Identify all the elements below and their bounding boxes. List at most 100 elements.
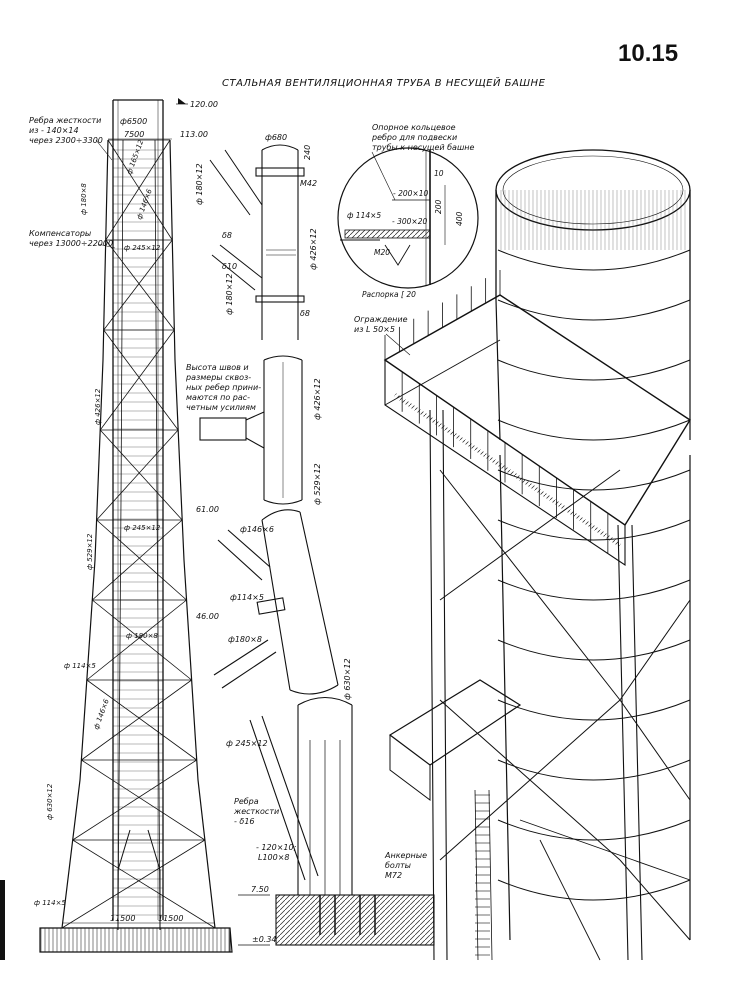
- chimney-ring: [497, 359, 691, 381]
- tower-dimensions: 120.00 113.00 61.00 46.00 7.50 ±0.34 ф65…: [62, 98, 277, 946]
- tower-brace: [96, 429, 179, 521]
- tower-pipe-labels: ф 165×12 ф 146×6 ф 180×8 ф 245×12 ф 426×…: [34, 138, 161, 907]
- tower-brace: [103, 329, 179, 431]
- svg-text:200: 200: [434, 199, 443, 214]
- svg-text:ф 630×12: ф 630×12: [343, 658, 352, 700]
- svg-text:240: 240: [303, 145, 312, 160]
- base-node-detail: [249, 696, 435, 946]
- svg-text:ф 114×5: ф 114×5: [64, 662, 96, 670]
- svg-text:Компенсаторы: Компенсаторы: [29, 229, 91, 238]
- weld-note: Высота швов и размеры сквоз- ных ребер п…: [185, 363, 261, 412]
- top-width-label: 7500: [124, 130, 144, 139]
- svg-text:ф 245×12: ф 245×12: [124, 244, 161, 252]
- mid-node-labels: ф 426×12 ф 529×12: [313, 378, 322, 505]
- chimney-ring: [497, 519, 691, 541]
- tower-brace: [81, 759, 206, 841]
- tower-elevation: [39, 99, 233, 953]
- svg-text:Ребра жесткости: Ребра жесткости: [29, 116, 101, 125]
- tower-brace: [86, 679, 197, 761]
- sheet-title: СТАЛЬНАЯ ВЕНТИЛЯЦИОННАЯ ТРУБА В НЕСУЩЕЙ …: [222, 78, 546, 89]
- svg-text:ф 146×6: ф 146×6: [92, 697, 111, 730]
- tower-brace: [81, 679, 192, 761]
- svg-text:жесткости: жесткости: [233, 807, 279, 816]
- stiffener-note: Ребра жесткости из - 140×14 через 2300÷3…: [29, 116, 103, 145]
- chimney-ring: [497, 299, 691, 321]
- tower-brace: [61, 839, 206, 929]
- svg-text:ф 426×12: ф 426×12: [94, 388, 102, 425]
- svg-text:из - 140×14: из - 140×14: [29, 126, 79, 135]
- svg-text:Ограждение: Ограждение: [354, 315, 408, 324]
- svg-text:ф114×5: ф114×5: [230, 593, 264, 602]
- svg-text:ф 245×12: ф 245×12: [124, 524, 161, 532]
- svg-text:M72: M72: [385, 871, 402, 880]
- chimney-ring: [497, 419, 691, 441]
- svg-text:Ребра: Ребра: [234, 797, 259, 806]
- tower-brace: [86, 599, 187, 681]
- tower-brace: [96, 519, 187, 601]
- svg-text:четным усилиям: четным усилиям: [186, 403, 256, 412]
- chimney-ring: [497, 819, 691, 841]
- svg-text:Анкерные: Анкерные: [384, 851, 427, 860]
- svg-text:10: 10: [434, 169, 444, 178]
- compensator-note: Компенсаторы через 13000÷22000: [29, 229, 113, 248]
- svg-text:ф 529×12: ф 529×12: [313, 463, 322, 505]
- elevation-label: 113.00: [180, 130, 208, 139]
- svg-text:ф 180×12: ф 180×12: [195, 163, 204, 205]
- chimney-ring: [497, 249, 691, 271]
- svg-text:400: 400: [455, 211, 464, 226]
- svg-text:трубы к несущей башне: трубы к несущей башне: [372, 143, 475, 152]
- svg-text:ф180×8: ф180×8: [228, 635, 262, 644]
- svg-text:ф 114×5: ф 114×5: [347, 211, 381, 220]
- svg-text:ф 529×12: ф 529×12: [86, 533, 94, 570]
- base-half-width-label: 11500: [110, 914, 135, 923]
- svg-text:δ10: δ10: [222, 262, 237, 271]
- margin-mark: [0, 880, 5, 960]
- svg-text:ф680: ф680: [265, 133, 287, 142]
- tower-brace: [99, 429, 183, 521]
- svg-text:- 300×20: - 300×20: [392, 217, 427, 226]
- elevation-label: 7.50: [251, 885, 269, 894]
- elevation-label: 120.00: [190, 100, 218, 109]
- svg-text:- δ16: - δ16: [234, 817, 255, 826]
- svg-text:- 120×10;: - 120×10;: [256, 843, 297, 852]
- perspective-view: [383, 149, 691, 961]
- svg-text:ных ребер прини-: ных ребер прини-: [186, 383, 261, 392]
- svg-text:M20: M20: [374, 248, 390, 257]
- page-number: 10.15: [618, 40, 679, 67]
- svg-text:ф 165×12: ф 165×12: [125, 138, 145, 175]
- svg-text:через 2300÷3300: через 2300÷3300: [29, 136, 103, 145]
- svg-text:через 13000÷22000: через 13000÷22000: [29, 239, 113, 248]
- svg-text:Высота швов и: Высота швов и: [186, 363, 249, 372]
- svg-text:из L 50×5: из L 50×5: [354, 325, 395, 334]
- elevation-label: ±0.34: [252, 935, 277, 944]
- svg-text:ф 630×12: ф 630×12: [46, 783, 54, 820]
- lower-node-labels: ф146×6 ф114×5 ф180×8 ф 630×12: [228, 525, 352, 700]
- tower-brace: [72, 839, 216, 929]
- tower-brace: [99, 329, 175, 431]
- tower-brace: [107, 139, 173, 241]
- mid-node-detail: [199, 355, 303, 505]
- top-node-labels: ф680 240 M42 ф 180×12 δ8 δ10 ф 426×12 ф …: [195, 133, 318, 318]
- lower-node-detail: [213, 509, 339, 695]
- tower-brace: [92, 599, 192, 681]
- svg-text:ф 180×8: ф 180×8: [126, 632, 158, 640]
- svg-text:M42: M42: [300, 179, 317, 188]
- chimney-ring: [497, 469, 691, 491]
- railing-note: Ограждение из L 50×5: [354, 315, 408, 334]
- svg-text:ф 426×12: ф 426×12: [313, 378, 322, 420]
- svg-text:ф 426×12: ф 426×12: [309, 228, 318, 270]
- ring-detail-labels: - 200×10 10 ф 114×5 - 300×20 200 400 M20…: [347, 169, 464, 299]
- elevation-label: 61.00: [196, 505, 219, 514]
- svg-text:ф146×6: ф146×6: [240, 525, 274, 534]
- base-half-width-label: 11500: [158, 914, 183, 923]
- svg-text:ребро для подвески: ребро для подвески: [371, 133, 457, 142]
- svg-text:ф 245×12: ф 245×12: [226, 739, 268, 748]
- chimney-ring: [497, 639, 691, 661]
- top-node-detail: [209, 144, 305, 340]
- ring-detail: [337, 147, 479, 289]
- chimney-ring: [497, 759, 691, 781]
- svg-text:L100×8: L100×8: [258, 853, 290, 862]
- base-node-labels: ф 245×12 Ребра жесткости - δ16 - 120×10;…: [226, 739, 427, 880]
